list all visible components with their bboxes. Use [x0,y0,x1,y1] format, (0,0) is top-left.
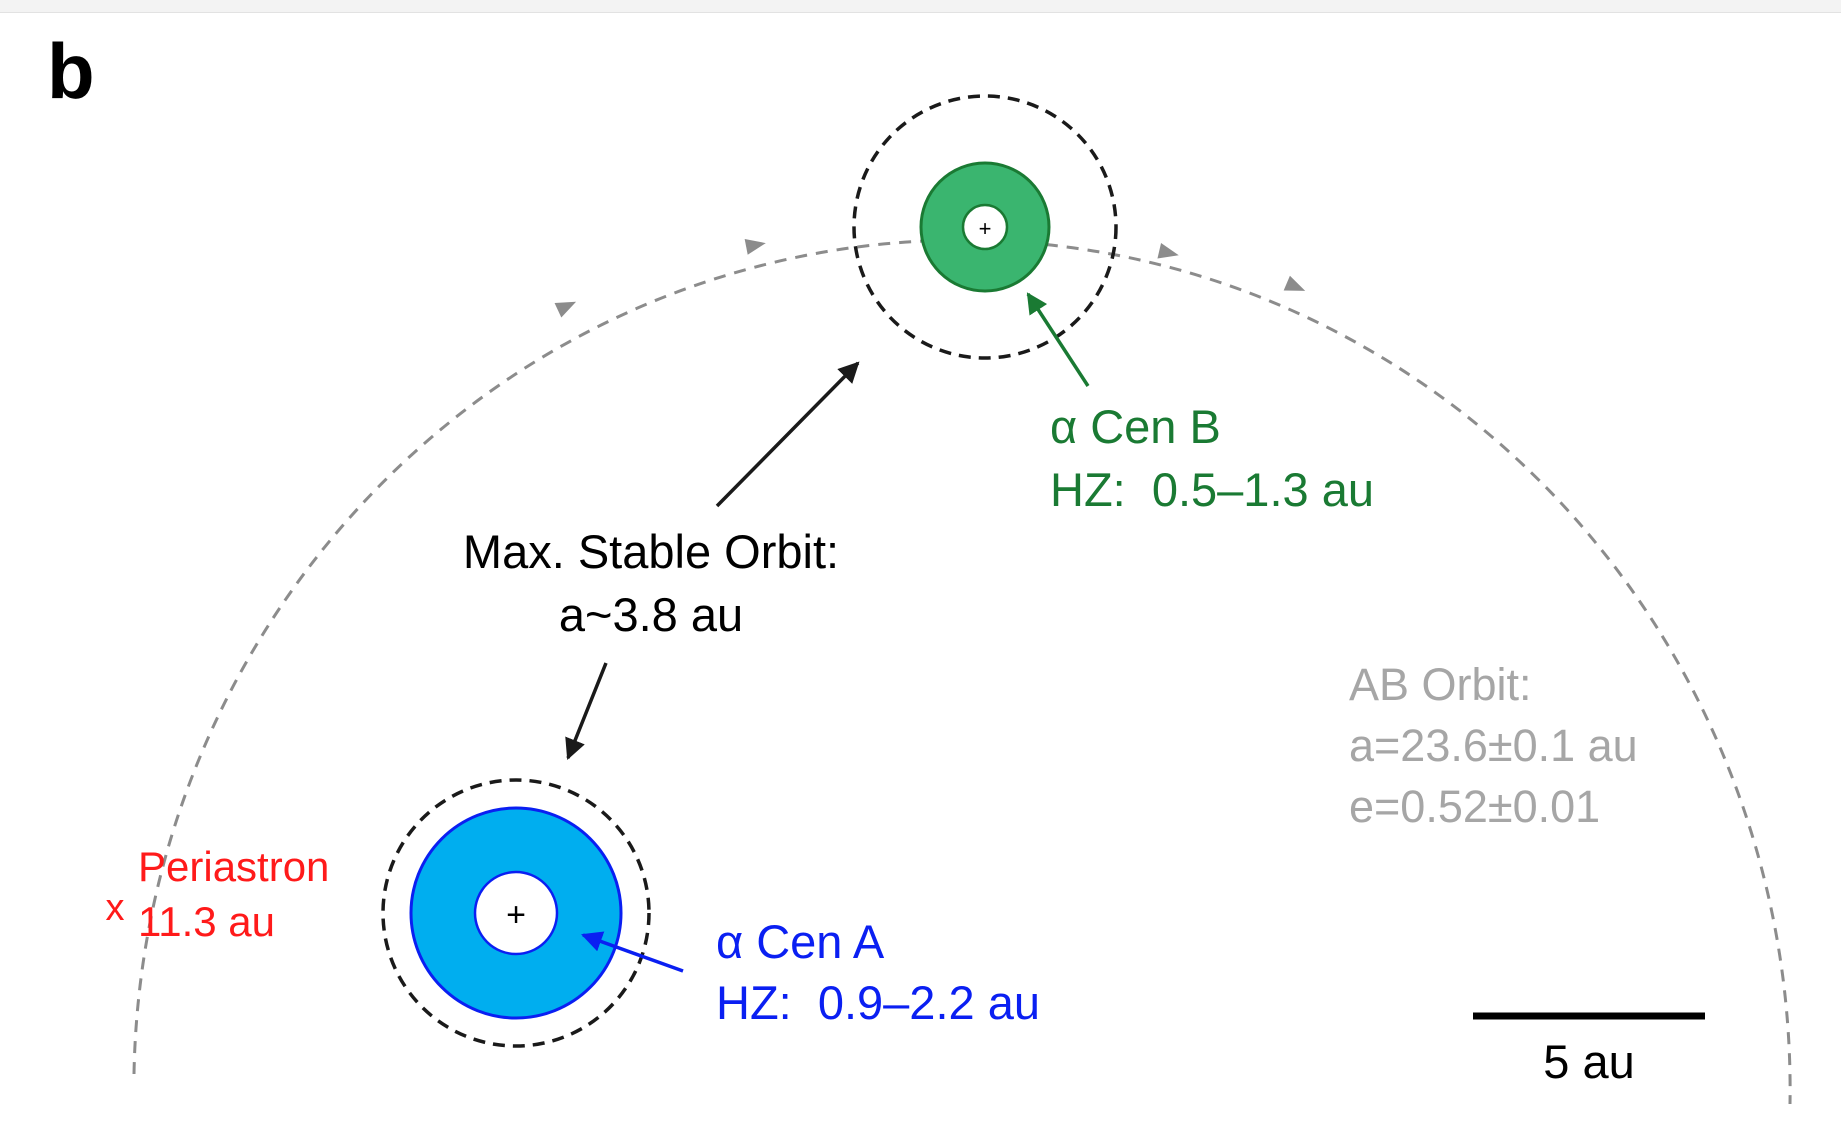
ab-orbit-path [132,238,1792,1105]
cen-b-star-marker: + [979,216,992,241]
ab-orbit-title: AB Orbit: [1349,659,1532,710]
scale-bar-label: 5 au [1543,1035,1634,1088]
cen-b-name: α Cen B [1050,400,1221,453]
ab-orbit-eccentricity: e=0.52±0.01 [1349,781,1600,832]
orbit-direction-arrow [1157,242,1179,259]
cen-b-stable-orbit [852,94,1118,360]
cen-a-name: α Cen A [716,915,885,968]
max-stable-orbit-label: Max. Stable Orbit: [463,525,839,578]
max-stable-orbit-arrow-down [565,662,608,760]
periastron-marker: x [106,887,125,929]
orbit-direction-arrow [744,239,766,255]
panel-label: b [47,27,95,115]
cen-a-star [473,870,559,956]
max-stable-orbit-value: a~3.8 au [559,588,743,641]
max-stable-orbit-arrow-up [715,361,860,508]
ab-orbit-semi-major-axis: a=23.6±0.1 au [1349,720,1638,771]
cen-b-star [961,203,1009,251]
orbit-direction-arrow [1283,275,1306,291]
cen-a-hz-range: HZ: 0.9–2.2 au [716,976,1040,1029]
orbit-direction-arrow [554,301,577,318]
top-bar [0,0,1841,13]
cen-b-hz-arrow [1026,292,1090,387]
cen-a-star-marker: + [506,896,526,934]
cen-a-hz-arrow [581,931,684,973]
periastron-label: Periastron [138,843,329,890]
periastron-distance: 11.3 au [138,898,275,945]
cen-a-stable-orbit [381,778,651,1048]
cen-b-hz-range: HZ: 0.5–1.3 au [1050,463,1374,516]
